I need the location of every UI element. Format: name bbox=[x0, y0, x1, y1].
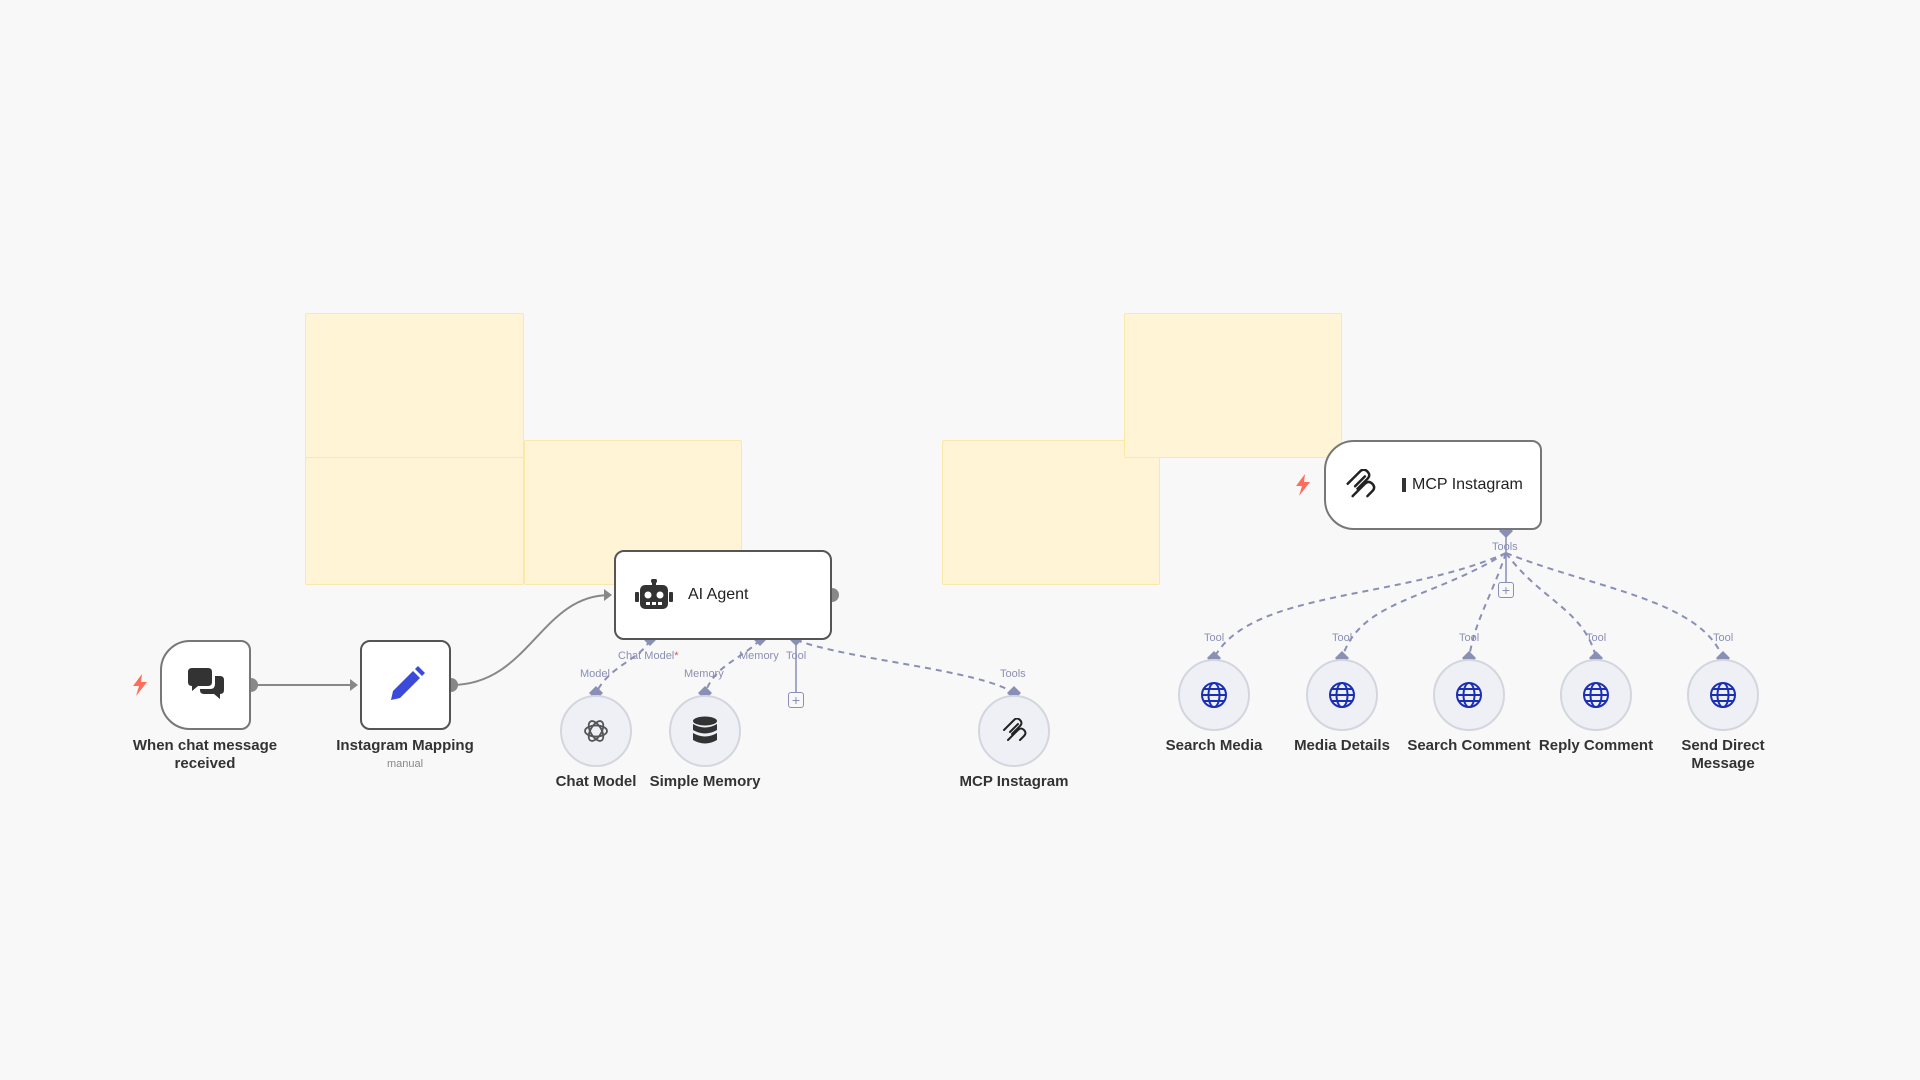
port-label-tool: Tool bbox=[786, 650, 807, 662]
node-chat-trigger[interactable] bbox=[160, 640, 251, 730]
input-arrow bbox=[604, 589, 612, 601]
node-media-details[interactable] bbox=[1306, 659, 1378, 731]
node-chat-model[interactable] bbox=[560, 695, 632, 767]
node-mcp-client[interactable] bbox=[978, 695, 1050, 767]
sticky-note[interactable] bbox=[1124, 313, 1342, 458]
node-title: AI Agent bbox=[688, 586, 749, 603]
node-label: When chat message received bbox=[132, 737, 278, 772]
connection-model[interactable] bbox=[595, 639, 651, 694]
port-label-tool: Tool bbox=[1713, 632, 1734, 644]
sticky-note[interactable] bbox=[942, 440, 1160, 585]
globe-icon bbox=[1583, 682, 1609, 708]
globe-icon bbox=[1329, 682, 1355, 708]
node-label: Instagram Mapping bbox=[336, 737, 474, 754]
trigger-bolt-icon bbox=[1296, 474, 1310, 496]
node-sublabel: manual bbox=[386, 758, 424, 770]
port-label-tool: Tool bbox=[1332, 632, 1353, 644]
port-label-tools: Tools bbox=[1000, 668, 1026, 680]
node-search-comment[interactable] bbox=[1433, 659, 1505, 731]
port-label-tool: Tool bbox=[1459, 632, 1480, 644]
node-reply-comment[interactable] bbox=[1560, 659, 1632, 731]
sticky-note[interactable] bbox=[305, 457, 524, 585]
port-label-memory-sub: Memory bbox=[684, 668, 724, 680]
node-ai-agent[interactable]: AI Agent bbox=[614, 550, 832, 640]
port-label-tools: Tools bbox=[1492, 541, 1518, 553]
globe-icon bbox=[1710, 682, 1736, 708]
port-label-memory: Memory bbox=[739, 650, 779, 662]
port-label-model: Model bbox=[580, 668, 610, 680]
port-label-tool: Tool bbox=[1586, 632, 1607, 644]
connection-tool-3[interactable] bbox=[1468, 552, 1507, 659]
node-send-direct-message[interactable] bbox=[1687, 659, 1759, 731]
input-arrow bbox=[350, 679, 358, 691]
database-icon bbox=[693, 716, 717, 744]
connection-tool[interactable] bbox=[795, 639, 1015, 694]
connection-memory[interactable] bbox=[704, 639, 761, 694]
node-label: Search Comment bbox=[1407, 737, 1531, 754]
node-mcp-server[interactable]: MCP Instagram bbox=[1324, 440, 1542, 530]
globe-icon bbox=[1201, 682, 1227, 708]
status-bar-icon bbox=[1402, 478, 1406, 492]
sticky-note[interactable] bbox=[305, 313, 524, 458]
port-label-text: Chat Model bbox=[618, 650, 675, 662]
node-label: Chat Model bbox=[555, 773, 637, 790]
node-simple-memory[interactable] bbox=[669, 695, 741, 767]
connection-mapping-to-agent[interactable] bbox=[450, 594, 611, 686]
trigger-bolt-icon bbox=[133, 674, 147, 696]
add-tool-button[interactable]: + bbox=[1498, 582, 1514, 598]
node-label: Media Details bbox=[1294, 737, 1390, 754]
robot-icon bbox=[635, 579, 673, 609]
mcp-icon bbox=[1346, 469, 1376, 498]
node-label: MCP Instagram bbox=[959, 773, 1069, 790]
node-label: Simple Memory bbox=[649, 773, 761, 790]
add-tool-button[interactable]: + bbox=[788, 692, 804, 708]
node-title: MCP Instagram bbox=[1412, 476, 1523, 493]
required-mark: * bbox=[674, 650, 679, 662]
port-label-chat-model: Chat Model* bbox=[618, 650, 679, 662]
connection-tool-2[interactable] bbox=[1341, 552, 1507, 659]
mcp-icon bbox=[1003, 718, 1027, 741]
node-label: Send Direct Message bbox=[1681, 737, 1765, 772]
globe-icon bbox=[1456, 682, 1482, 708]
openai-icon bbox=[584, 720, 608, 742]
node-label: Search Media bbox=[1165, 737, 1263, 754]
node-label: Reply Comment bbox=[1538, 737, 1654, 754]
port-label-tool: Tool bbox=[1204, 632, 1225, 644]
node-search-media[interactable] bbox=[1178, 659, 1250, 731]
connection-tool-5[interactable] bbox=[1505, 552, 1724, 659]
node-instagram-mapping[interactable] bbox=[360, 640, 451, 730]
pencil-icon bbox=[390, 666, 425, 700]
chat-bubbles-icon bbox=[187, 668, 224, 699]
connection-tool-1[interactable] bbox=[1213, 552, 1507, 659]
connection-tool-4[interactable] bbox=[1505, 552, 1597, 659]
